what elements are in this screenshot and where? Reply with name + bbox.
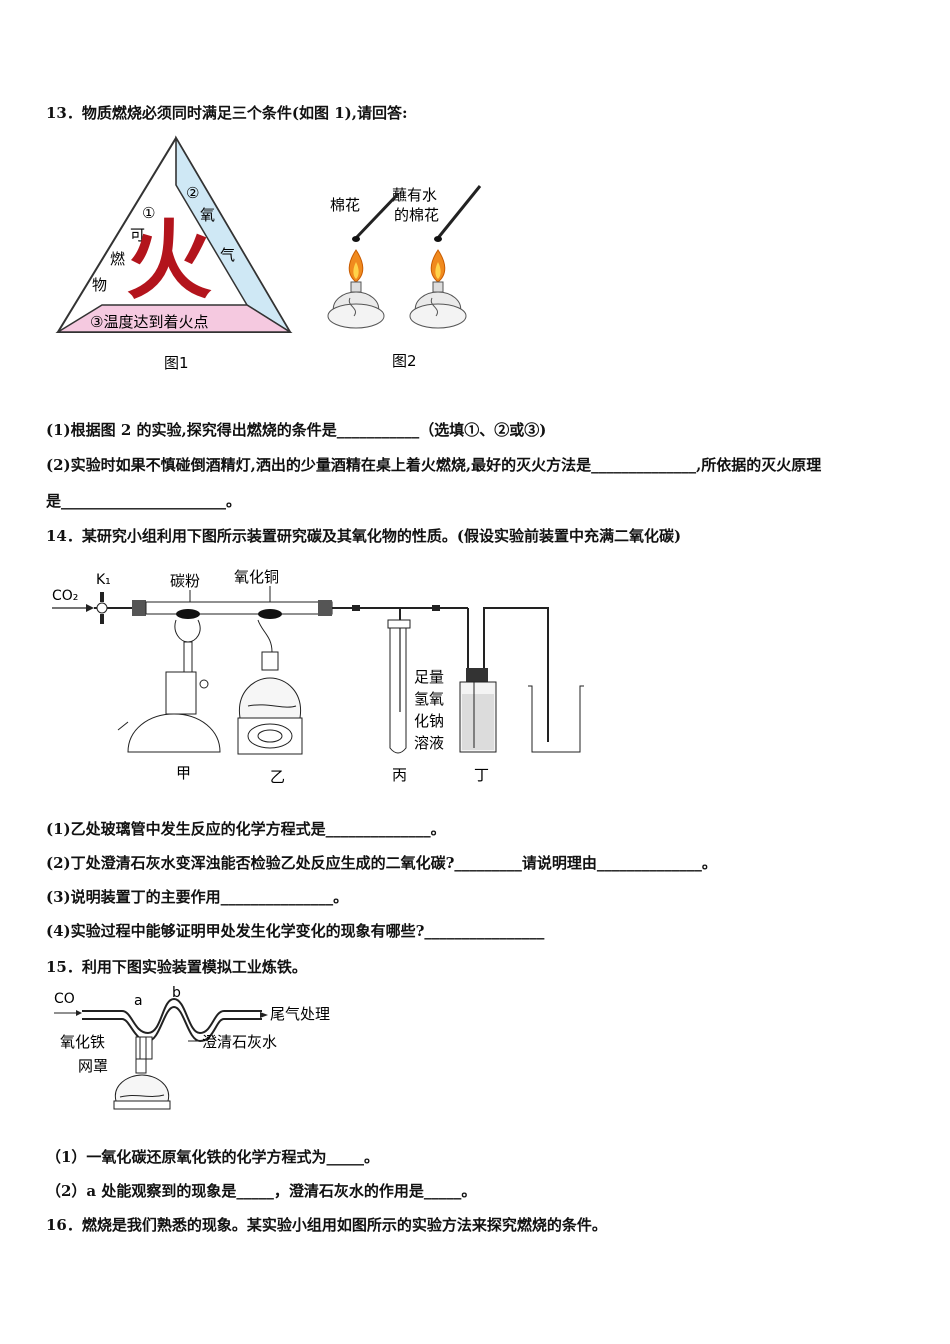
oxygen-char-1: 氧 — [200, 206, 215, 224]
burner-yi — [237, 619, 303, 755]
copper-oxide-label: 氧化铜 — [234, 568, 279, 586]
naoh-line-4: 溶液 — [414, 734, 444, 752]
fire-triangle-figure: ① 可 燃 物 ② 氧 气 火 ③温度达到着火点 图1 — [55, 135, 293, 372]
caption-fig1: 图1 — [164, 354, 189, 372]
iron-oxide-label: 氧化铁 — [60, 1033, 105, 1051]
iron-smelting-apparatus: CO a b 尾气处理 氧化铁 澄清石灰水 网罩 — [54, 985, 330, 1110]
q14-part4: (4)实验过程中能够证明甲处发生化学变化的现象有哪些?_____________… — [46, 922, 545, 940]
oxygen-char-2: 气 — [220, 246, 235, 264]
co-label: CO — [54, 991, 75, 1007]
naoh-line-3: 化钠 — [414, 712, 444, 730]
carbon-oxide-apparatus: CO₂ K₁ 碳粉 氧化铜 足量 氢氧 化钠 溶液 — [52, 568, 584, 786]
naoh-line-1: 足量 — [414, 668, 444, 686]
tail-gas-label: 尾气处理 — [270, 1005, 330, 1023]
label-1: ① — [142, 204, 155, 222]
q16-stem: 16．燃烧是我们熟悉的现象。某实验小组用如图所示的实验方法来探究燃烧的条件。 — [46, 1216, 607, 1234]
burner-jia — [117, 619, 221, 753]
label-2: ② — [186, 184, 199, 202]
naoh-line-2: 氢氧 — [414, 690, 444, 708]
q15-part2: （2）a 处能观察到的现象是_____，澄清石灰水的作用是_____。 — [46, 1182, 477, 1200]
gauze-label: 网罩 — [78, 1057, 108, 1075]
base-text: ③温度达到着火点 — [90, 313, 208, 331]
wet-cotton-label-1: 蘸有水 — [392, 186, 437, 204]
fuel-char-2: 燃 — [110, 250, 125, 268]
q15-part1: （1）一氧化碳还原氧化铁的化学方程式为_____。 — [46, 1148, 379, 1166]
point-b-label: b — [172, 985, 181, 1001]
fuel-char-3: 物 — [92, 276, 107, 294]
q14-stem: 14．某研究小组利用下图所示装置研究碳及其氧化物的性质。(假设实验前装置中充满二… — [46, 527, 682, 545]
q14-part2: (2)丁处澄清石灰水变浑浊能否检验乙处反应生成的二氧化碳?_________请说… — [46, 854, 717, 872]
q13-part1: (1)根据图 2 的实验,探究得出燃烧的条件是___________（选填①、②… — [46, 421, 547, 439]
lamp-right — [409, 249, 467, 329]
q15-stem: 15．利用下图实验装置模拟工业炼铁。 — [46, 958, 307, 976]
k1-label: K₁ — [96, 572, 111, 588]
carbon-powder-label: 碳粉 — [170, 572, 200, 590]
point-a-label: a — [134, 993, 143, 1009]
alcohol-lamp-figure: 棉花 蘸有水 的棉花 图2 — [327, 185, 482, 370]
jia-label: 甲 — [176, 764, 191, 782]
cotton-label: 棉花 — [330, 196, 360, 214]
q13-stem: 13．物质燃烧必须同时满足三个条件(如图 1),请回答: — [46, 104, 408, 122]
q14-part3: (3)说明装置丁的主要作用_______________。 — [46, 888, 349, 906]
co2-label: CO₂ — [52, 588, 78, 604]
limewater-label: 澄清石灰水 — [202, 1033, 277, 1051]
wet-cotton-label-2: 的棉花 — [394, 206, 439, 224]
q14-part1: (1)乙处玻璃管中发生反应的化学方程式是______________。 — [46, 820, 446, 838]
fire-char: 火 — [126, 211, 212, 311]
bing-label: 丙 — [392, 766, 407, 784]
lamp-left — [327, 249, 385, 329]
caption-fig2: 图2 — [392, 352, 417, 370]
fuel-char-1: 可 — [130, 226, 145, 244]
yi-label: 乙 — [270, 768, 285, 786]
q13-part2: (2)实验时如果不慎碰倒酒精灯,洒出的少量酒精在桌上着火燃烧,最好的灭火方法是_… — [46, 456, 822, 474]
q13-part2-cont: 是______________________。 — [46, 492, 242, 510]
ding-label: 丁 — [474, 766, 489, 784]
